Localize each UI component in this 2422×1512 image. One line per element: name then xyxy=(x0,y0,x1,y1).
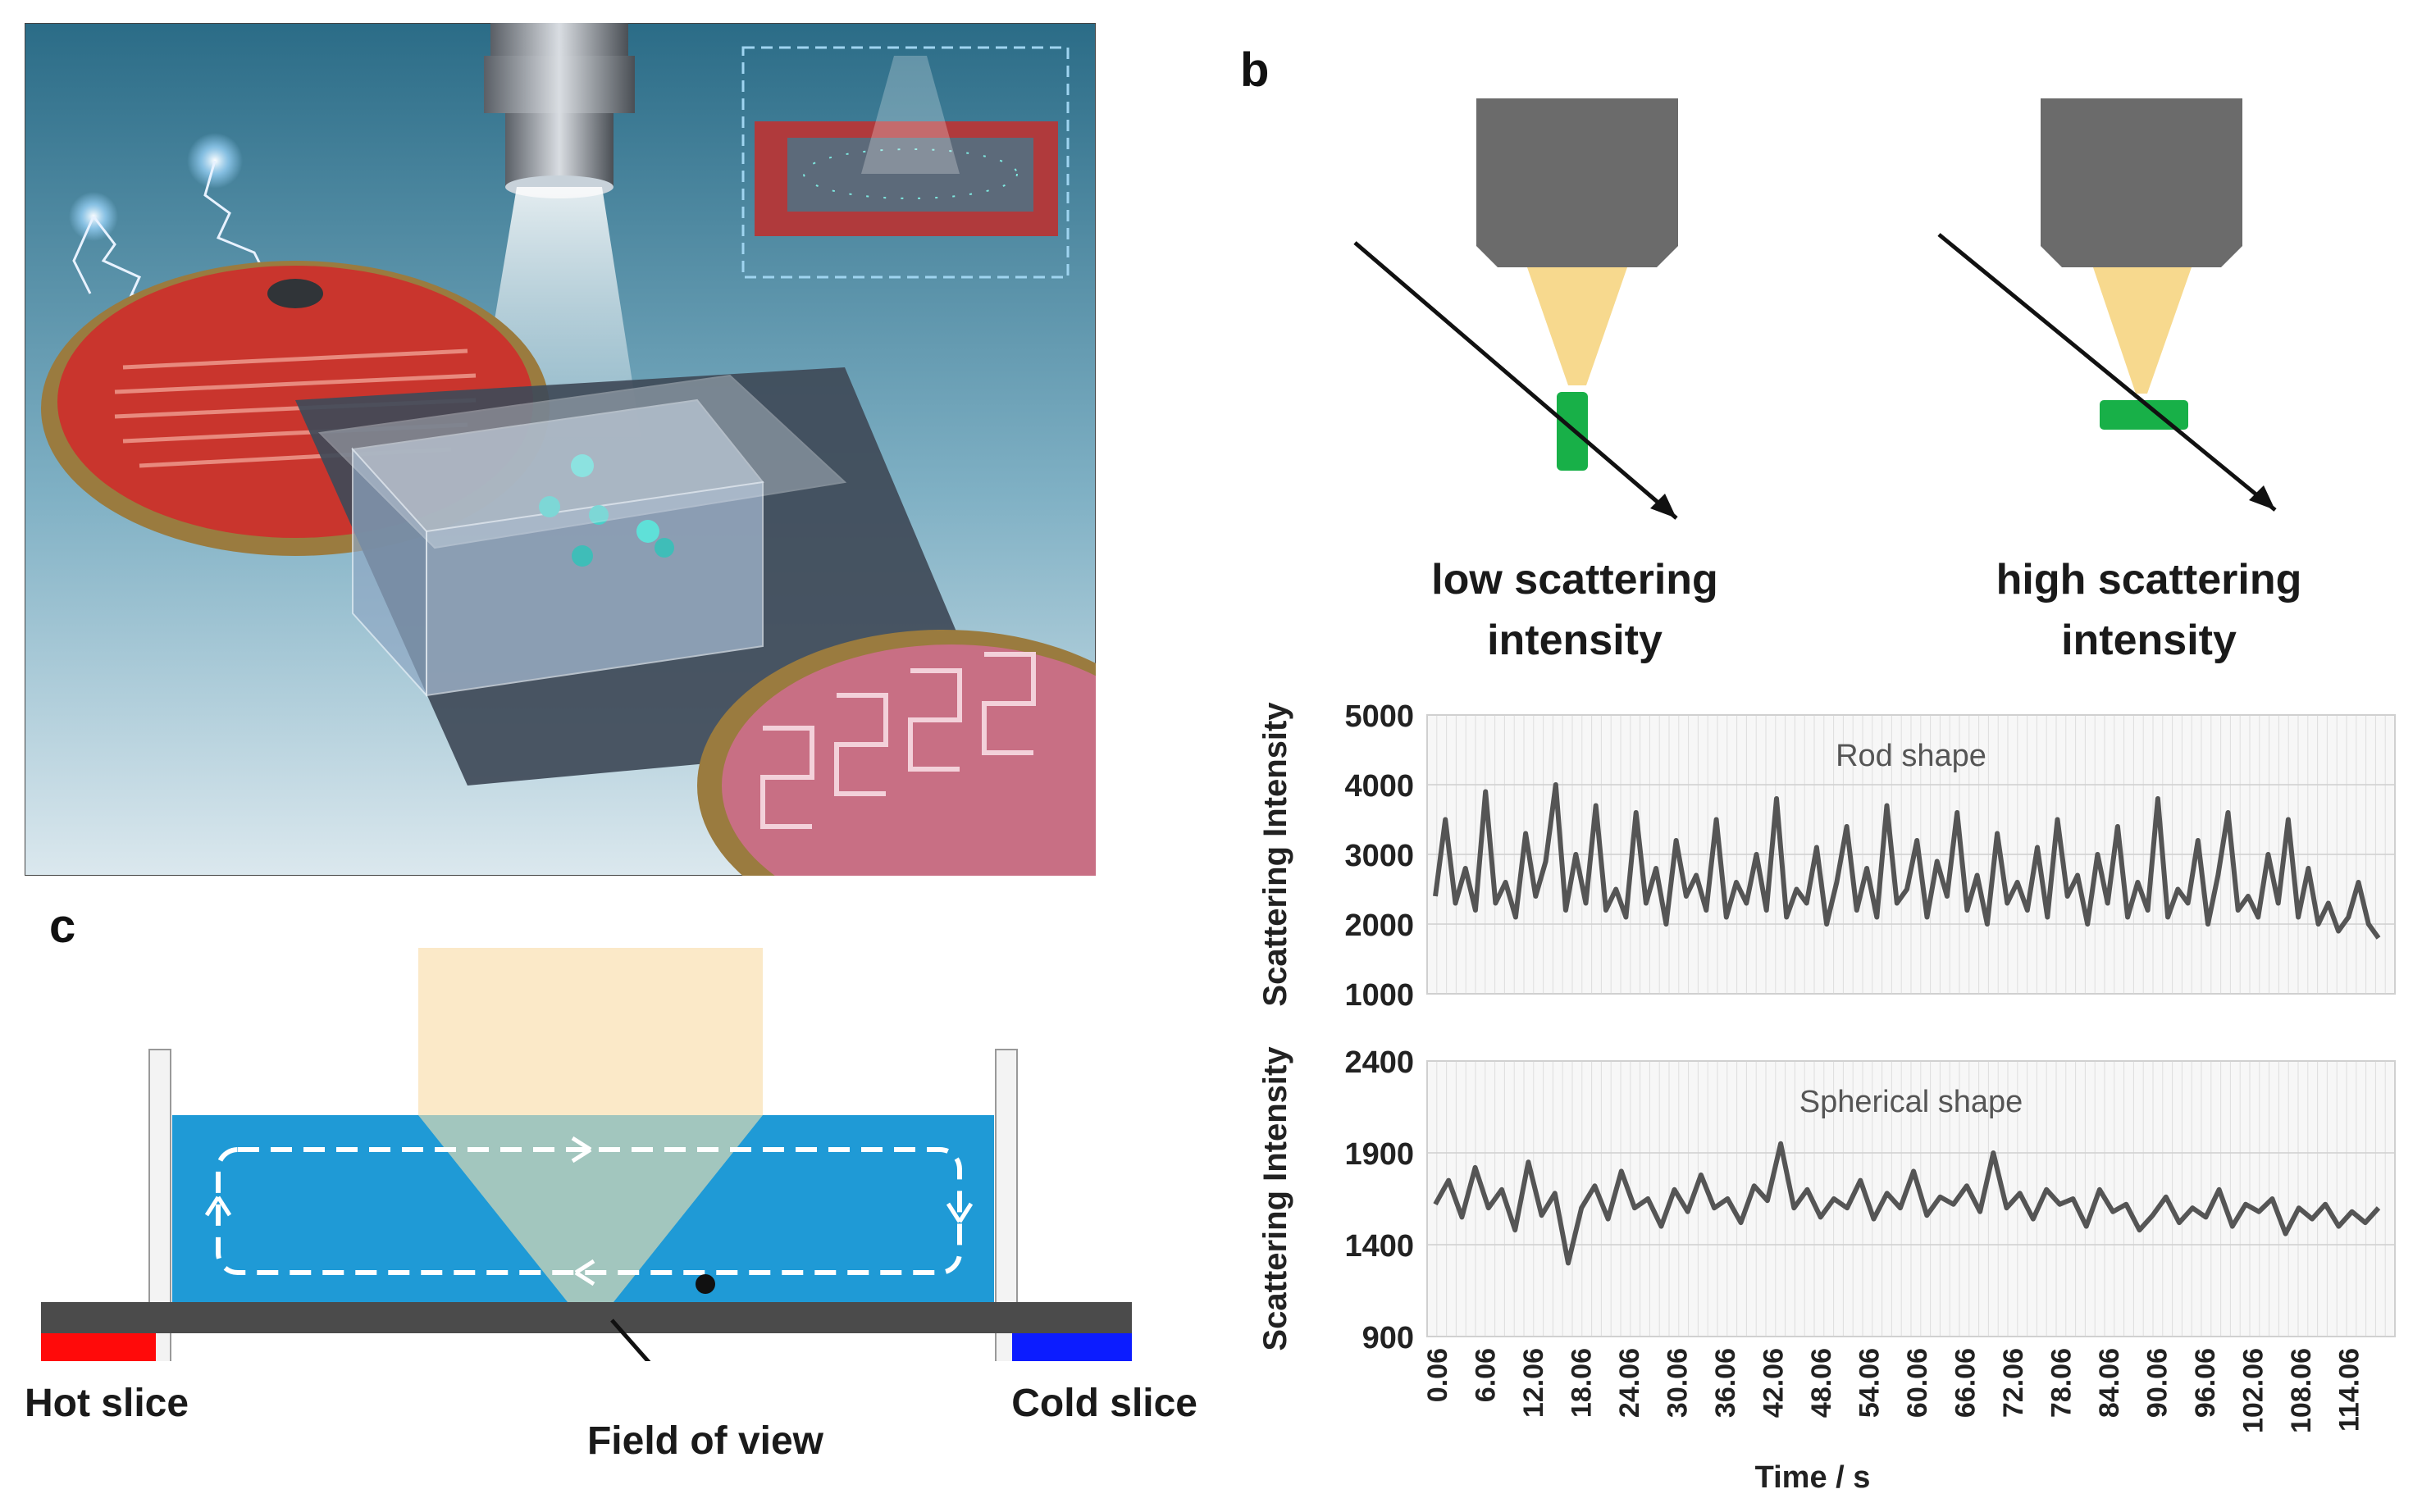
chart-title: Rod shape xyxy=(1836,739,1986,773)
cold-slice-label: Cold slice xyxy=(1011,1382,1197,1425)
objective-lens xyxy=(484,23,635,198)
high-scattering-label: high scattering intensity xyxy=(1960,549,2338,671)
y-tick-label: 2400 xyxy=(1344,1045,1414,1080)
x-tick-label: 6.06 xyxy=(1471,1348,1502,1402)
low-scattering-line2: intensity xyxy=(1487,617,1663,664)
x-tick-label: 114.06 xyxy=(2334,1348,2365,1432)
x-tick-label: 42.06 xyxy=(1758,1348,1790,1418)
light-cone xyxy=(418,1115,763,1302)
x-tick-label: 48.06 xyxy=(1806,1348,1837,1418)
flow-arrow-icons xyxy=(204,1136,974,1287)
sample-chamber xyxy=(351,398,764,698)
convection-loop xyxy=(216,1147,962,1275)
objective-high xyxy=(1937,98,2277,512)
x-tick-label: 78.06 xyxy=(2046,1348,2078,1418)
y-tick-label: 5000 xyxy=(1344,699,1414,734)
series-line xyxy=(1433,1141,2381,1266)
panel-b-schematic xyxy=(1353,98,2277,520)
x-tick-label: 30.06 xyxy=(1663,1348,1694,1418)
y-tick-label: 1900 xyxy=(1344,1137,1414,1172)
x-tick-label: 108.06 xyxy=(2286,1348,2317,1433)
high-scattering-line1: high scattering xyxy=(1996,556,2302,603)
x-tick-label: 24.06 xyxy=(1614,1348,1645,1418)
chart-title: Spherical shape xyxy=(1799,1085,2023,1119)
x-tick-label: 36.06 xyxy=(1710,1348,1741,1418)
x-tick-label: 90.06 xyxy=(2142,1348,2173,1418)
x-tick-label: 60.06 xyxy=(1902,1348,1933,1418)
x-tick-label: 12.06 xyxy=(1518,1348,1549,1418)
spherical-shape-chart: 2400 1900 1400 900 Scattering Intensity Spher… xyxy=(1257,1045,2396,1495)
panel-a-illustration xyxy=(25,23,1096,876)
y-tick-label: 4000 xyxy=(1344,769,1414,804)
fov-pointer xyxy=(610,1318,651,1361)
panel-c-diagram xyxy=(41,948,1132,1361)
x-axis-label: Time / s xyxy=(1755,1460,1871,1495)
cold-heater xyxy=(697,630,1096,876)
high-scattering-line2: intensity xyxy=(2061,617,2237,664)
base-plate xyxy=(41,1302,1132,1333)
x-tick-label: 84.06 xyxy=(2094,1348,2125,1418)
hot-slice xyxy=(41,1333,156,1361)
hot-slice-label: Hot slice xyxy=(25,1382,189,1425)
panel-c-letter: c xyxy=(49,899,76,953)
y-axis-label: Scattering Intensity xyxy=(1257,702,1293,1007)
x-tick-label: 66.06 xyxy=(1950,1348,1982,1418)
objective-low xyxy=(1353,98,1678,520)
coverslip xyxy=(317,374,847,549)
light-column xyxy=(418,948,763,1120)
y-axis-label: Scattering Intensity xyxy=(1257,1046,1293,1351)
x-tick-label: 18.06 xyxy=(1567,1348,1598,1418)
low-scattering-line1: low scattering xyxy=(1431,556,1718,603)
y-tick-label: 900 xyxy=(1362,1321,1414,1355)
x-tick-label: 72.06 xyxy=(1998,1348,2029,1418)
rod-shape-chart: 5000 4000 3000 2000 1000 Scattering Intensity… xyxy=(1257,699,2396,1013)
particle xyxy=(696,1274,715,1294)
y-tick-label: 3000 xyxy=(1344,839,1414,873)
panel-b-letter: b xyxy=(1240,43,1270,97)
cold-slice xyxy=(1012,1333,1132,1361)
x-tick-label: 54.06 xyxy=(1854,1348,1886,1418)
inset-view xyxy=(741,46,1070,279)
y-tick-label: 1400 xyxy=(1344,1229,1414,1264)
x-tick-label: 102.06 xyxy=(2238,1348,2269,1433)
y-tick-label: 2000 xyxy=(1344,909,1414,943)
y-tick-label: 1000 xyxy=(1344,978,1414,1013)
x-tick-label: 96.06 xyxy=(2190,1348,2221,1418)
low-scattering-label: low scattering intensity xyxy=(1394,549,1755,671)
field-of-view-label: Field of view xyxy=(586,1419,824,1463)
series-line xyxy=(1433,782,2381,940)
x-tick-label: 0.06 xyxy=(1422,1348,1453,1402)
